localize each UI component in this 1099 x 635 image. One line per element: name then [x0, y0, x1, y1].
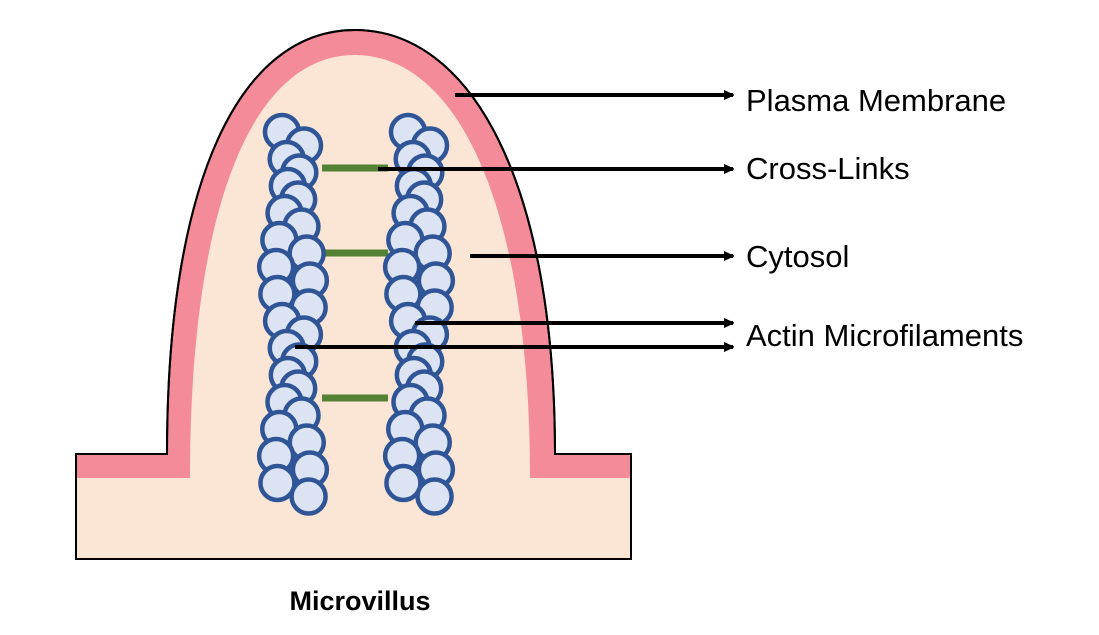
label-arrows: [295, 95, 733, 347]
diagram-caption: Microvillus: [289, 586, 430, 616]
label-cytosol: Cytosol: [746, 239, 849, 274]
actin-monomer: [258, 463, 297, 503]
label-cross-links: Cross-Links: [746, 151, 910, 186]
actin-filament-left: [256, 112, 330, 516]
actin-monomer: [289, 477, 328, 516]
actin-filament-right: [382, 112, 456, 516]
label-actin-microfilaments: Actin Microfilaments: [746, 318, 1023, 353]
label-plasma-membrane: Plasma Membrane: [746, 83, 1006, 118]
cytosol-shape: [77, 55, 630, 558]
cell-outline: [75, 28, 632, 560]
cross-links-group: [322, 164, 388, 402]
actin-monomer: [384, 463, 423, 503]
actin-monomer: [415, 477, 454, 516]
